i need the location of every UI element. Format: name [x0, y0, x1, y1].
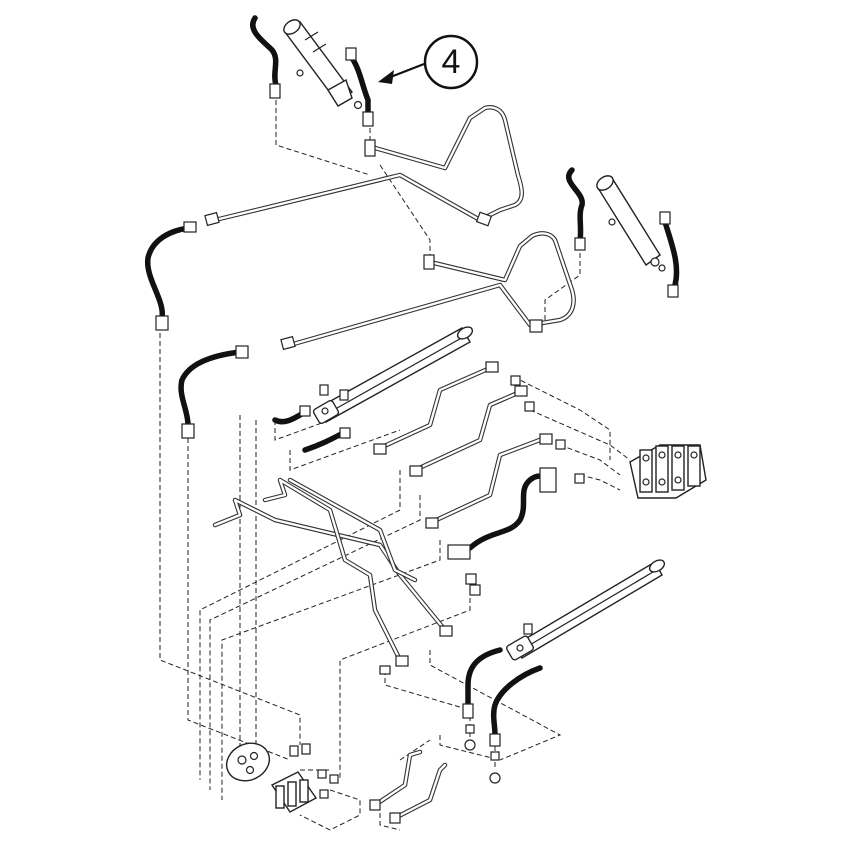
lower-fitting-tee-b [489, 772, 501, 784]
lower-fitting-nut-b [490, 751, 500, 761]
right-upper-cylinder [596, 175, 666, 272]
left-hose-lower-fitting-b [181, 423, 195, 439]
lower-hose-b [490, 665, 543, 738]
middle-cylinder [312, 326, 474, 425]
callout-label: 4 [442, 43, 461, 81]
center-hose-elbow [539, 467, 557, 493]
small-hose-a-fitting [299, 405, 311, 417]
lower-fitting-tee-a [464, 739, 476, 751]
left-hose-upper-fitting-b [155, 315, 169, 331]
tube-middle [280, 231, 576, 351]
lower-hose-b-fitting [489, 733, 501, 747]
center-hose-fitting-a [465, 573, 477, 585]
upper-left-hose [250, 15, 279, 88]
small-hose-b-fitting [339, 427, 351, 439]
center-hose-fitting-b [469, 584, 481, 596]
small-hose-b [302, 429, 348, 453]
dashed-leaders [159, 100, 631, 831]
left-hose-upper-fitting-a [183, 221, 197, 233]
upper-right-hose-bottom-fitting [362, 111, 374, 127]
right-upper-right-hose [662, 219, 680, 288]
left-hose-upper [145, 225, 193, 321]
left-hose-lower [178, 349, 243, 428]
lower-hose-a-fitting [462, 703, 474, 719]
lower-cylinder [506, 559, 666, 661]
lower-fitting-nut-a [465, 724, 475, 734]
callout-4: 4 [378, 34, 479, 90]
right-upper-right-top-fitting [659, 211, 671, 225]
steel-lines-lower-left [212, 477, 453, 675]
upper-right-hose-top-fitting [345, 47, 357, 61]
left-hose-lower-fitting-a [235, 345, 249, 359]
lower-hose-a [465, 647, 503, 708]
callout-arrowhead-icon [378, 70, 394, 84]
steel-lines-center [373, 361, 585, 529]
right-upper-right-bottom-fitting [667, 284, 679, 298]
upper-cylinder [283, 19, 363, 110]
right-upper-left-fitting [574, 237, 586, 251]
tube-upper [204, 105, 524, 227]
callout-arrow-line [387, 62, 425, 80]
upper-left-hose-fitting [269, 83, 281, 99]
right-upper-left-hose [566, 167, 585, 243]
steel-lines-bottom [369, 749, 448, 824]
center-hose-elbow-lower [447, 544, 471, 560]
callout-circle [423, 34, 479, 90]
center-hose [467, 473, 551, 551]
control-valve-left [225, 742, 339, 813]
control-valve-right [629, 444, 707, 499]
upper-right-hose [349, 55, 371, 115]
